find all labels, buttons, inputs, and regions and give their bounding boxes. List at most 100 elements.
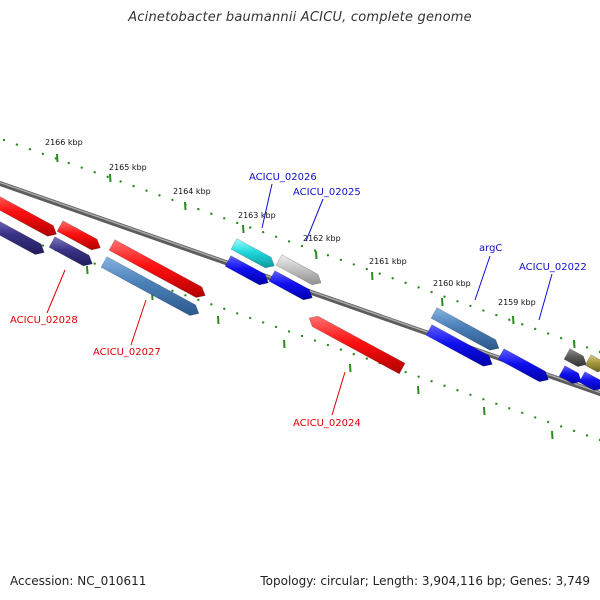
upper-scale-track-dot: [287, 240, 291, 243]
gene-label: ACICU_02022: [519, 262, 587, 273]
lower-scale-tick: [283, 339, 286, 349]
gene-feature-red: [308, 315, 406, 375]
topology-text: Topology: circular; Length: 3,904,116 bp…: [260, 574, 590, 588]
upper-scale-track-dot: [521, 323, 524, 326]
upper-scale-track-dot: [352, 263, 356, 266]
lower-scale-tick: [417, 385, 420, 395]
lower-scale-track-dot: [456, 389, 459, 392]
lower-scale-track-dot: [326, 343, 330, 347]
lower-scale-track-dot: [508, 407, 511, 410]
gene-feature-navy: [48, 236, 93, 267]
lower-scale-track-dot: [572, 429, 576, 433]
lower-scale-track-dot: [300, 334, 304, 338]
lower-scale-tick: [551, 430, 554, 440]
upper-scale-track-dot: [339, 258, 343, 262]
gene-feature-blue: [425, 324, 493, 367]
gene-feature-red: [56, 220, 101, 251]
upper-scale-track-dot: [585, 346, 589, 349]
upper-scale-track-dot: [80, 166, 83, 169]
upper-scale-track-dot: [534, 327, 537, 331]
upper-scale-track-dot: [171, 198, 174, 202]
scale-label: 2159 kbp: [498, 298, 536, 307]
upper-scale-track-dot: [132, 184, 135, 188]
lower-scale-track-dot: [495, 402, 498, 406]
upper-scale-track-dot: [456, 300, 459, 303]
lower-scale-track-dot: [184, 294, 187, 297]
lower-scale-track-dot: [546, 420, 550, 424]
upper-scale-track-dot: [158, 194, 161, 197]
upper-scale-track-dot: [430, 290, 433, 294]
upper-scale-track-dot: [197, 207, 200, 211]
gene-leader-line: [261, 183, 273, 229]
lower-scale-track-dot: [261, 321, 265, 324]
map-title: Acinetobacter baumannii ACICU, complete …: [128, 10, 472, 25]
upper-scale-track-dot: [300, 244, 304, 248]
upper-scale-track-dot: [274, 235, 278, 238]
gene-label: ACICU_02025: [293, 187, 361, 198]
lower-scale-track-dot: [352, 352, 356, 356]
lower-scale-track-dot: [287, 330, 291, 333]
scale-label: 2163 kbp: [238, 211, 276, 220]
upper-scale-track-dot: [508, 318, 511, 321]
gene-feature-blue: [578, 371, 600, 391]
upper-scale-track-dot: [15, 143, 19, 146]
scale-label: 2166 kbp: [45, 138, 83, 147]
upper-scale-track-dot: [106, 175, 109, 179]
upper-scale-tick: [184, 201, 187, 211]
upper-scale-tick: [242, 224, 245, 234]
gene-label: ACICU_02024: [293, 418, 361, 429]
upper-scale-tick: [109, 173, 112, 183]
upper-scale-track-dot: [559, 336, 563, 340]
lower-scale-tick: [349, 363, 352, 373]
gene-feature-blue: [268, 270, 313, 301]
lower-scale-track-dot: [313, 339, 317, 342]
gene-leader-line: [331, 371, 346, 416]
gene-feature-steel: [100, 256, 200, 316]
lower-scale-tick: [217, 315, 220, 325]
gene-feature-blue: [497, 348, 549, 383]
gene-feature-olive: [584, 354, 600, 373]
lower-scale-track-dot: [534, 416, 537, 419]
scale-label: 2162 kbp: [303, 234, 341, 243]
lower-scale-track-dot: [430, 380, 433, 383]
upper-scale-track-dot: [248, 226, 252, 229]
lower-scale-track-dot: [236, 312, 239, 315]
gene-leader-line: [130, 299, 147, 346]
lower-scale-track-dot: [404, 370, 407, 374]
lower-scale-track-dot: [417, 375, 420, 378]
lower-scale-track-dot: [197, 298, 200, 302]
upper-scale-tick: [441, 297, 444, 307]
lower-scale-track-dot: [248, 316, 252, 320]
upper-scale-track-dot: [482, 309, 485, 312]
gene-feature-cyan: [230, 238, 275, 269]
gene-feature-red: [108, 239, 206, 298]
gene-label: ACICU_02026: [249, 172, 317, 183]
gene-feature-blue: [224, 255, 269, 286]
upper-scale-track-dot: [404, 281, 407, 285]
upper-scale-track-dot: [378, 272, 381, 275]
scale-label: 2161 kbp: [369, 257, 407, 266]
upper-scale-track-dot: [223, 217, 226, 220]
gene-feature-blue: [558, 365, 582, 384]
gene-feature-steel: [430, 307, 500, 351]
lower-scale-track-dot: [521, 411, 524, 415]
gene-label: ACICU_02028: [10, 315, 78, 326]
lower-scale-track-dot: [339, 348, 343, 351]
scale-label: 2164 kbp: [173, 187, 211, 196]
gene-leader-line: [474, 255, 491, 301]
lower-scale-track-dot: [443, 384, 446, 387]
upper-scale-track-dot: [443, 295, 446, 298]
upper-scale-track-dot: [210, 212, 213, 215]
upper-scale-track-dot: [469, 304, 472, 308]
lower-scale-track-dot: [171, 289, 174, 292]
lower-scale-track-dot: [93, 262, 96, 265]
upper-scale-track-dot: [145, 189, 148, 192]
lower-scale-track-dot: [274, 325, 278, 329]
upper-scale-track-dot: [67, 161, 70, 165]
scale-label: 2160 kbp: [433, 279, 471, 288]
lower-scale-track-dot: [585, 434, 589, 437]
upper-scale-track-dot: [236, 221, 239, 225]
upper-scale-track-dot: [546, 332, 550, 335]
lower-scale-tick: [86, 265, 89, 275]
lower-scale-track-dot: [365, 357, 368, 360]
